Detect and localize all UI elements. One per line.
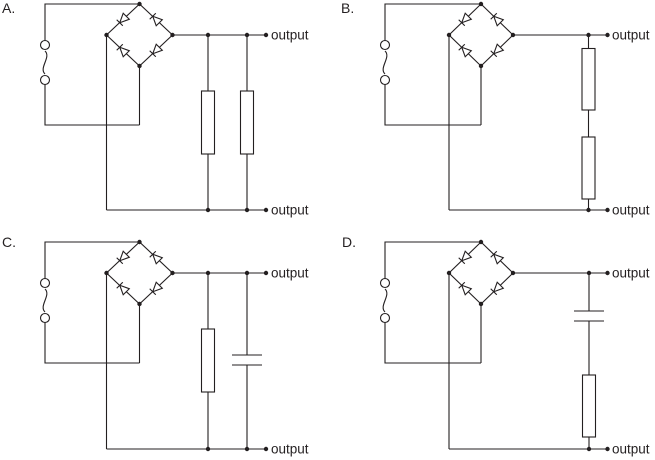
junction-dot bbox=[586, 207, 591, 213]
circuit-c-schematic: C. output output bbox=[2, 234, 309, 457]
output-terminal-dot bbox=[263, 446, 269, 452]
wires bbox=[44, 3, 266, 211]
circuit-c-label: C. bbox=[2, 234, 16, 250]
ac-source-icon bbox=[379, 39, 391, 86]
source-terminal-top bbox=[39, 39, 51, 51]
ac-source-icon bbox=[379, 277, 391, 324]
output-label-bottom: output bbox=[612, 442, 650, 457]
junction-dot bbox=[244, 32, 250, 38]
sine-wave-icon bbox=[42, 50, 48, 75]
source-terminal-top bbox=[379, 39, 391, 51]
output-terminal-dot bbox=[263, 270, 269, 276]
junction-dot bbox=[205, 270, 211, 276]
diode-bridge bbox=[458, 250, 504, 296]
junction-dot bbox=[446, 32, 452, 38]
resistor bbox=[239, 90, 255, 155]
output-label-bottom: output bbox=[612, 203, 650, 218]
diode-bridge bbox=[458, 12, 504, 58]
nodes bbox=[104, 1, 269, 213]
ac-source-icon bbox=[39, 39, 51, 86]
circuit-d-schematic: D. output output bbox=[342, 234, 650, 457]
output-terminal-dot bbox=[605, 207, 610, 213]
junction-dot bbox=[137, 63, 142, 69]
sine-wave-icon bbox=[42, 288, 48, 313]
output-terminal-dot bbox=[605, 270, 610, 276]
resistor bbox=[581, 374, 597, 438]
junction-dot bbox=[510, 270, 516, 276]
wires bbox=[384, 241, 608, 450]
wires bbox=[384, 3, 608, 211]
junction-dot bbox=[586, 32, 591, 38]
junction-dot bbox=[446, 270, 452, 276]
output-label-top: output bbox=[612, 28, 650, 43]
wires bbox=[44, 241, 266, 450]
sine-wave-icon bbox=[382, 288, 388, 313]
junction-dot bbox=[205, 32, 211, 38]
junction-dot bbox=[137, 239, 142, 245]
resistor bbox=[200, 328, 216, 393]
junction-dot bbox=[244, 446, 250, 452]
resistor bbox=[200, 90, 216, 155]
junction-dot bbox=[478, 239, 484, 245]
circuit-a-label: A. bbox=[2, 0, 15, 16]
output-label-top: output bbox=[612, 266, 650, 281]
ac-source-icon bbox=[39, 277, 51, 324]
output-label-bottom: output bbox=[271, 203, 309, 218]
junction-dot bbox=[586, 446, 592, 452]
output-terminal-dot bbox=[263, 207, 269, 213]
nodes bbox=[446, 239, 610, 452]
junction-dot bbox=[170, 32, 175, 38]
nodes bbox=[446, 1, 610, 213]
resistor bbox=[581, 136, 596, 200]
circuit-d-label: D. bbox=[342, 234, 356, 250]
diode-bridge bbox=[116, 250, 163, 296]
junction-dot bbox=[104, 32, 109, 38]
junction-dot bbox=[586, 270, 592, 276]
output-terminal-dot bbox=[605, 446, 610, 452]
source-terminal-top bbox=[39, 277, 51, 289]
junction-dot bbox=[510, 32, 516, 38]
resistor bbox=[581, 47, 596, 111]
junction-dot bbox=[478, 63, 484, 69]
nodes bbox=[104, 239, 269, 452]
junction-dot bbox=[205, 446, 211, 452]
junction-dot bbox=[244, 207, 250, 213]
output-label-top: output bbox=[271, 266, 309, 281]
junction-dot bbox=[170, 270, 175, 276]
source-terminal-bottom bbox=[379, 74, 391, 86]
sine-wave-icon bbox=[382, 50, 388, 75]
circuit-b-schematic: B. output output bbox=[341, 0, 650, 218]
junction-dot bbox=[478, 1, 484, 7]
source-terminal-bottom bbox=[39, 74, 51, 86]
source-terminal-top bbox=[379, 277, 391, 289]
junction-dot bbox=[478, 301, 484, 307]
junction-dot bbox=[137, 1, 142, 7]
circuit-a-schematic: A. output output bbox=[2, 0, 309, 218]
junction-dot bbox=[205, 207, 211, 213]
junction-dot bbox=[137, 301, 142, 307]
output-terminal-dot bbox=[263, 32, 269, 38]
output-label-bottom: output bbox=[271, 442, 309, 457]
output-label-top: output bbox=[271, 28, 309, 43]
output-terminal-dot bbox=[605, 32, 610, 38]
junction-dot bbox=[104, 270, 109, 276]
diode-bridge bbox=[116, 12, 163, 58]
source-terminal-bottom bbox=[39, 312, 51, 324]
junction-dot bbox=[244, 270, 250, 276]
source-terminal-bottom bbox=[379, 312, 391, 324]
circuit-b-label: B. bbox=[341, 0, 354, 16]
